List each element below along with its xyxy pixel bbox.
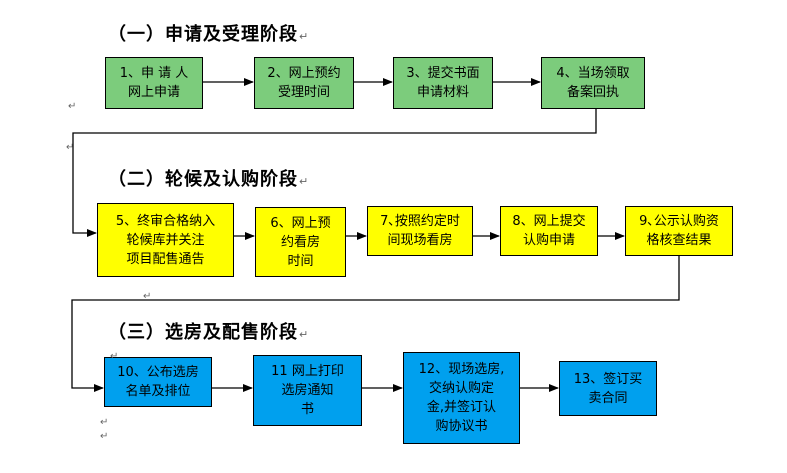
- step-7-box: 7､按照约定时 间现场看房: [367, 206, 473, 256]
- step-6-box: 6、网上预 约看房 时间: [255, 207, 346, 277]
- paragraph-mark: ↵: [110, 351, 119, 362]
- step-10-label: 10、公布选房 名单及排位: [117, 365, 199, 399]
- paragraph-mark: ↵: [66, 142, 75, 153]
- step-2-label: 2、网上预约 受理时间: [267, 66, 341, 100]
- stage-2-title: （二）轮候及认购阶段↵: [108, 165, 309, 191]
- step-12-label: 12、现场选房, 交纳认购定 金,并签订认 购协议书: [418, 362, 505, 434]
- step-4-box: 4、当场领取 备案回执: [541, 57, 645, 109]
- paragraph-mark: ↵: [68, 101, 77, 112]
- paragraph-mark: ↵: [143, 291, 152, 302]
- step-8-box: 8、网上提交 认购申请: [500, 206, 598, 256]
- step-12-box: 12、现场选房, 交纳认购定 金,并签订认 购协议书: [403, 352, 520, 444]
- step-5-label: 5、终审合格纳入 轮候库并关注 项目配售通告: [115, 213, 216, 267]
- step-3-label: 3、提交书面 申请材料: [406, 66, 480, 100]
- step-13-box: 13、签订买 卖合同: [559, 361, 657, 416]
- step-1-box: 1、申 请 人 网上申请: [105, 57, 203, 109]
- stage-3-title-text: （三）选房及配售阶段: [108, 322, 298, 343]
- step-11-label: 11 网上打印 选房通知 书: [271, 364, 344, 417]
- step-13-label: 13、签订买 卖合同: [573, 371, 643, 406]
- step-9-box: 9､公示认购资 格核查结果: [625, 206, 733, 256]
- step-3-box: 3、提交书面 申请材料: [393, 57, 493, 109]
- stage-3-title-mark: ↵: [299, 328, 310, 341]
- paragraph-mark: ↵: [100, 431, 109, 442]
- step-10-box: 10、公布选房 名单及排位: [104, 357, 212, 407]
- step-5-box: 5、终审合格纳入 轮候库并关注 项目配售通告: [97, 203, 234, 277]
- stage-2-title-mark: ↵: [299, 175, 310, 188]
- step-6-label: 6、网上预 约看房 时间: [270, 215, 331, 269]
- step-8-label: 8、网上提交 认购申请: [512, 214, 586, 248]
- step-7-label: 7､按照约定时 间现场看房: [380, 214, 460, 248]
- step-1-label: 1、申 请 人 网上申请: [119, 66, 189, 100]
- stage-1-title-text: （一）申请及受理阶段: [108, 24, 298, 45]
- stage-1-title: （一）申请及受理阶段↵: [108, 20, 309, 46]
- stage-3-title: （三）选房及配售阶段↵: [108, 318, 309, 344]
- stage-1-title-mark: ↵: [299, 30, 310, 43]
- step-4-label: 4、当场领取 备案回执: [556, 66, 630, 100]
- step-11-box: 11 网上打印 选房通知 书: [253, 355, 362, 426]
- paragraph-mark: ↵: [100, 417, 109, 428]
- stage-2-title-text: （二）轮候及认购阶段: [108, 169, 298, 190]
- step-2-box: 2、网上预约 受理时间: [254, 57, 354, 109]
- step-9-label: 9､公示认购资 格核查结果: [639, 214, 719, 248]
